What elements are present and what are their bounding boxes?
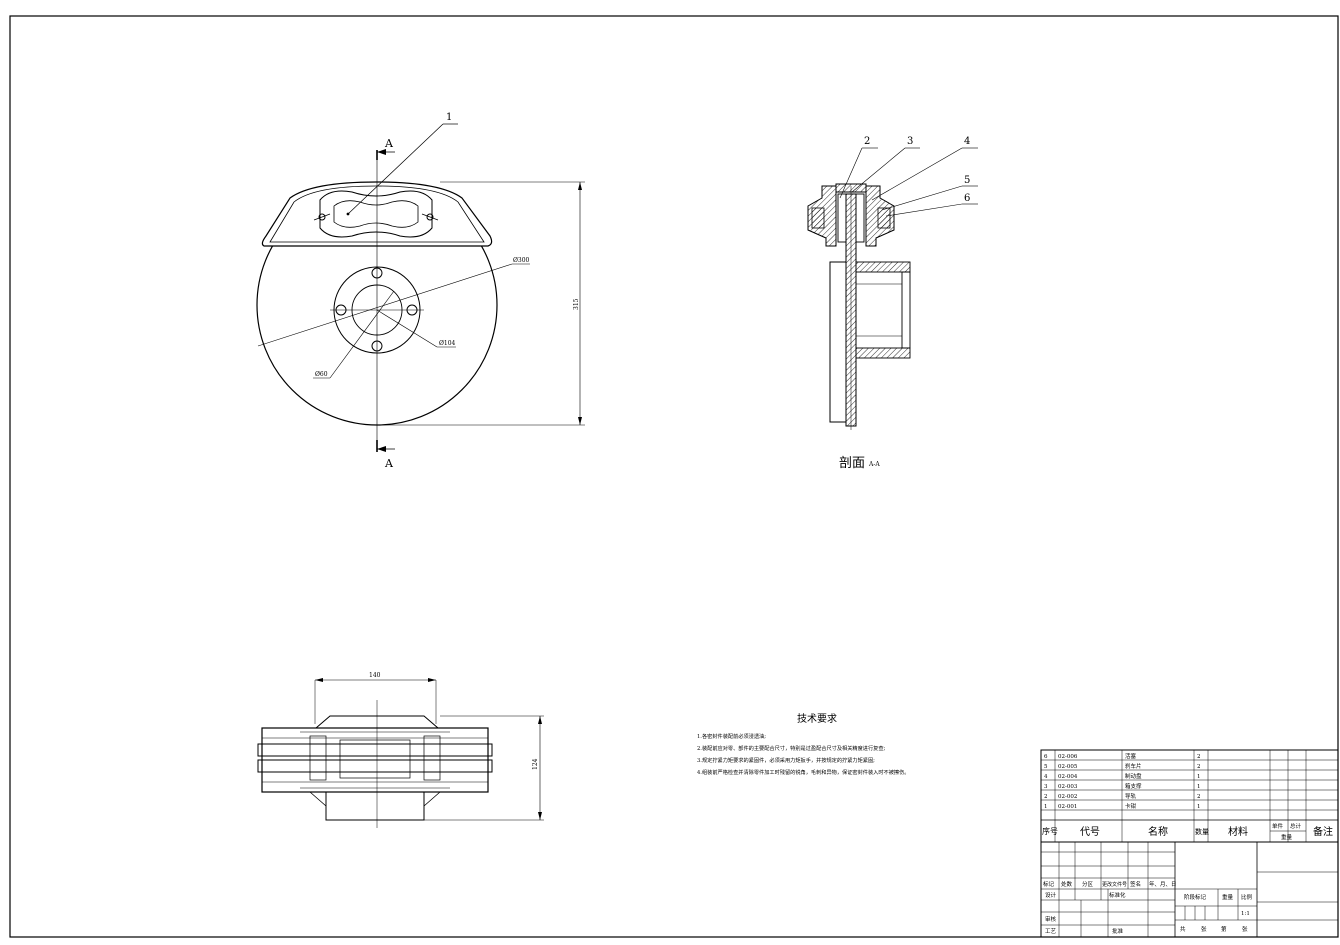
- bom-header-no: 序号: [1042, 826, 1058, 836]
- tech-item: 1.各密封件装配前必须浸透油;: [697, 732, 766, 740]
- brake-pad-left: [837, 193, 847, 243]
- bom-header-total: 总计: [1290, 822, 1302, 830]
- hub-section-wall-top: [855, 261, 911, 273]
- dim-hub: Ø60: [315, 371, 328, 378]
- dim-height: 315: [573, 298, 580, 310]
- top-hub: [325, 791, 425, 821]
- dim-width: 140: [369, 672, 381, 679]
- dim-outer: Ø300: [513, 257, 530, 264]
- svg-text:2: 2: [1197, 754, 1201, 760]
- bom-header-remark: 备注: [1313, 825, 1333, 838]
- bom-header-weight: 重量: [1281, 833, 1293, 841]
- tb-zone: 分区: [1082, 880, 1094, 888]
- bom-row: 6 02-006 活塞 2: [1044, 752, 1201, 760]
- front-view: A A 1 Ø300 Ø104 Ø60 315: [256, 112, 585, 470]
- bom-row: 2 02-002 导轨 2: [1044, 792, 1201, 800]
- bom-table: 6 02-006 活塞 2 5 02-005 刹车片 2 4 02-004 制动…: [1040, 749, 1339, 938]
- svg-text:刹车片: 刹车片: [1125, 762, 1142, 770]
- svg-text:1: 1: [1044, 804, 1048, 810]
- brake-pad-right: [855, 193, 865, 243]
- hub-section-outer: [829, 261, 847, 423]
- bom-row: 4 02-004 制动盘 1: [1044, 772, 1201, 780]
- svg-text:1: 1: [1197, 774, 1201, 780]
- caliper-window: [319, 190, 433, 238]
- balloon-5: 5: [964, 175, 970, 186]
- svg-text:6: 6: [1044, 754, 1048, 760]
- svg-text:1: 1: [1197, 784, 1201, 790]
- tb-stage: 阶段标记: [1184, 893, 1207, 901]
- svg-text:02-004: 02-004: [1058, 774, 1078, 780]
- svg-text:2: 2: [1197, 794, 1201, 800]
- caliper-inner-outline: [269, 185, 485, 243]
- tech-item: 3.规定拧紧力矩要求的紧固件，必须采用力矩扳手，并按规定的拧紧力矩紧固;: [697, 756, 875, 764]
- svg-text:3: 3: [1044, 784, 1048, 790]
- tech-item: 4.组装前严格检查并清除零件加工时残留的锐角，毛刺和异物，保证密封件装入时不被擦…: [697, 768, 909, 776]
- drawing-frame: [9, 15, 1339, 938]
- balloon-6: 6: [964, 193, 970, 204]
- tb-sheets-unit: 张: [1201, 925, 1207, 933]
- bom-header-single: 单件: [1272, 822, 1284, 830]
- svg-text:2: 2: [1044, 794, 1048, 800]
- balloon-3: 3: [907, 136, 913, 147]
- bom-header-material: 材料: [1228, 825, 1248, 838]
- tb-approve: 批准: [1112, 927, 1124, 935]
- svg-text:1: 1: [1197, 804, 1201, 810]
- bom-row: 1 02-001 卡钳 1: [1044, 802, 1201, 810]
- svg-text:卡钳: 卡钳: [1125, 802, 1137, 810]
- balloon-2: 2: [864, 136, 870, 147]
- section-marker-bottom: A: [384, 457, 394, 470]
- tb-scale: 比例: [1241, 893, 1253, 901]
- top-view: 140 124: [257, 672, 544, 828]
- svg-text:活塞: 活塞: [1125, 752, 1137, 760]
- tb-check: 审核: [1045, 915, 1057, 923]
- tb-scale-value: 1:1: [1241, 911, 1250, 917]
- tb-sheet-no: 第: [1221, 925, 1227, 933]
- section-caption-mark: A-A: [868, 461, 880, 468]
- bom-row: 3 02-003 箱支撑 1: [1044, 782, 1201, 790]
- tech-requirements: 技术要求 1.各密封件装配前必须浸透油; 2.装配前应对零、部件的主要配合尺寸，…: [697, 712, 909, 776]
- svg-text:02-002: 02-002: [1058, 794, 1077, 800]
- piston-right: [877, 207, 891, 229]
- tb-sign: 签名: [1130, 880, 1141, 888]
- bom-header-code: 代号: [1080, 826, 1100, 838]
- svg-text:2: 2: [1197, 764, 1201, 770]
- tb-mark: 标记: [1043, 880, 1055, 888]
- tb-standardize: 标准化: [1109, 891, 1126, 899]
- svg-text:02-005: 02-005: [1058, 764, 1078, 770]
- balloon-4: 4: [964, 136, 970, 147]
- balloon-1: 1: [446, 112, 452, 123]
- tech-item: 2.装配前应对零、部件的主要配合尺寸，特别是过盈配合尺寸及相关精度进行复查;: [697, 744, 886, 752]
- hub-section-face: [901, 271, 911, 349]
- piston-left: [811, 207, 825, 229]
- tb-design: 设计: [1045, 891, 1057, 899]
- bom-header-name: 名称: [1148, 825, 1168, 838]
- svg-text:4: 4: [1044, 774, 1048, 780]
- hub-section-wall-bottom: [855, 347, 911, 359]
- tb-change-doc: 更改文件号: [1102, 881, 1127, 888]
- svg-text:导轨: 导轨: [1125, 792, 1137, 800]
- tb-total-sheets: 共: [1180, 925, 1186, 933]
- svg-text:5: 5: [1044, 764, 1048, 770]
- tb-process: 工艺: [1045, 928, 1057, 935]
- svg-text:02-006: 02-006: [1058, 754, 1078, 760]
- tb-count: 处数: [1061, 880, 1073, 888]
- svg-text:02-003: 02-003: [1058, 784, 1078, 790]
- bom-header-qty: 数量: [1195, 827, 1209, 836]
- section-caption: 剖面: [839, 456, 865, 471]
- svg-text:箱支撑: 箱支撑: [1125, 782, 1142, 790]
- section-view: 2 3 4 5 6 剖面 A-A: [807, 136, 978, 471]
- tb-weight: 重量: [1222, 893, 1234, 901]
- dim-height-top: 124: [532, 758, 539, 770]
- tech-title: 技术要求: [797, 712, 837, 725]
- guide-pin-right: [426, 213, 434, 221]
- caliper-slot: [333, 200, 419, 228]
- bom-row: 5 02-005 刹车片 2: [1044, 762, 1201, 770]
- tb-sheet-unit: 张: [1242, 925, 1248, 933]
- svg-text:制动盘: 制动盘: [1125, 772, 1142, 780]
- tb-date: 年、月、日: [1149, 880, 1177, 888]
- dim-bolt-circle: Ø104: [439, 340, 456, 347]
- guide-pin-left: [318, 213, 326, 221]
- section-marker-top: A: [384, 137, 394, 150]
- svg-text:02-001: 02-001: [1058, 804, 1077, 810]
